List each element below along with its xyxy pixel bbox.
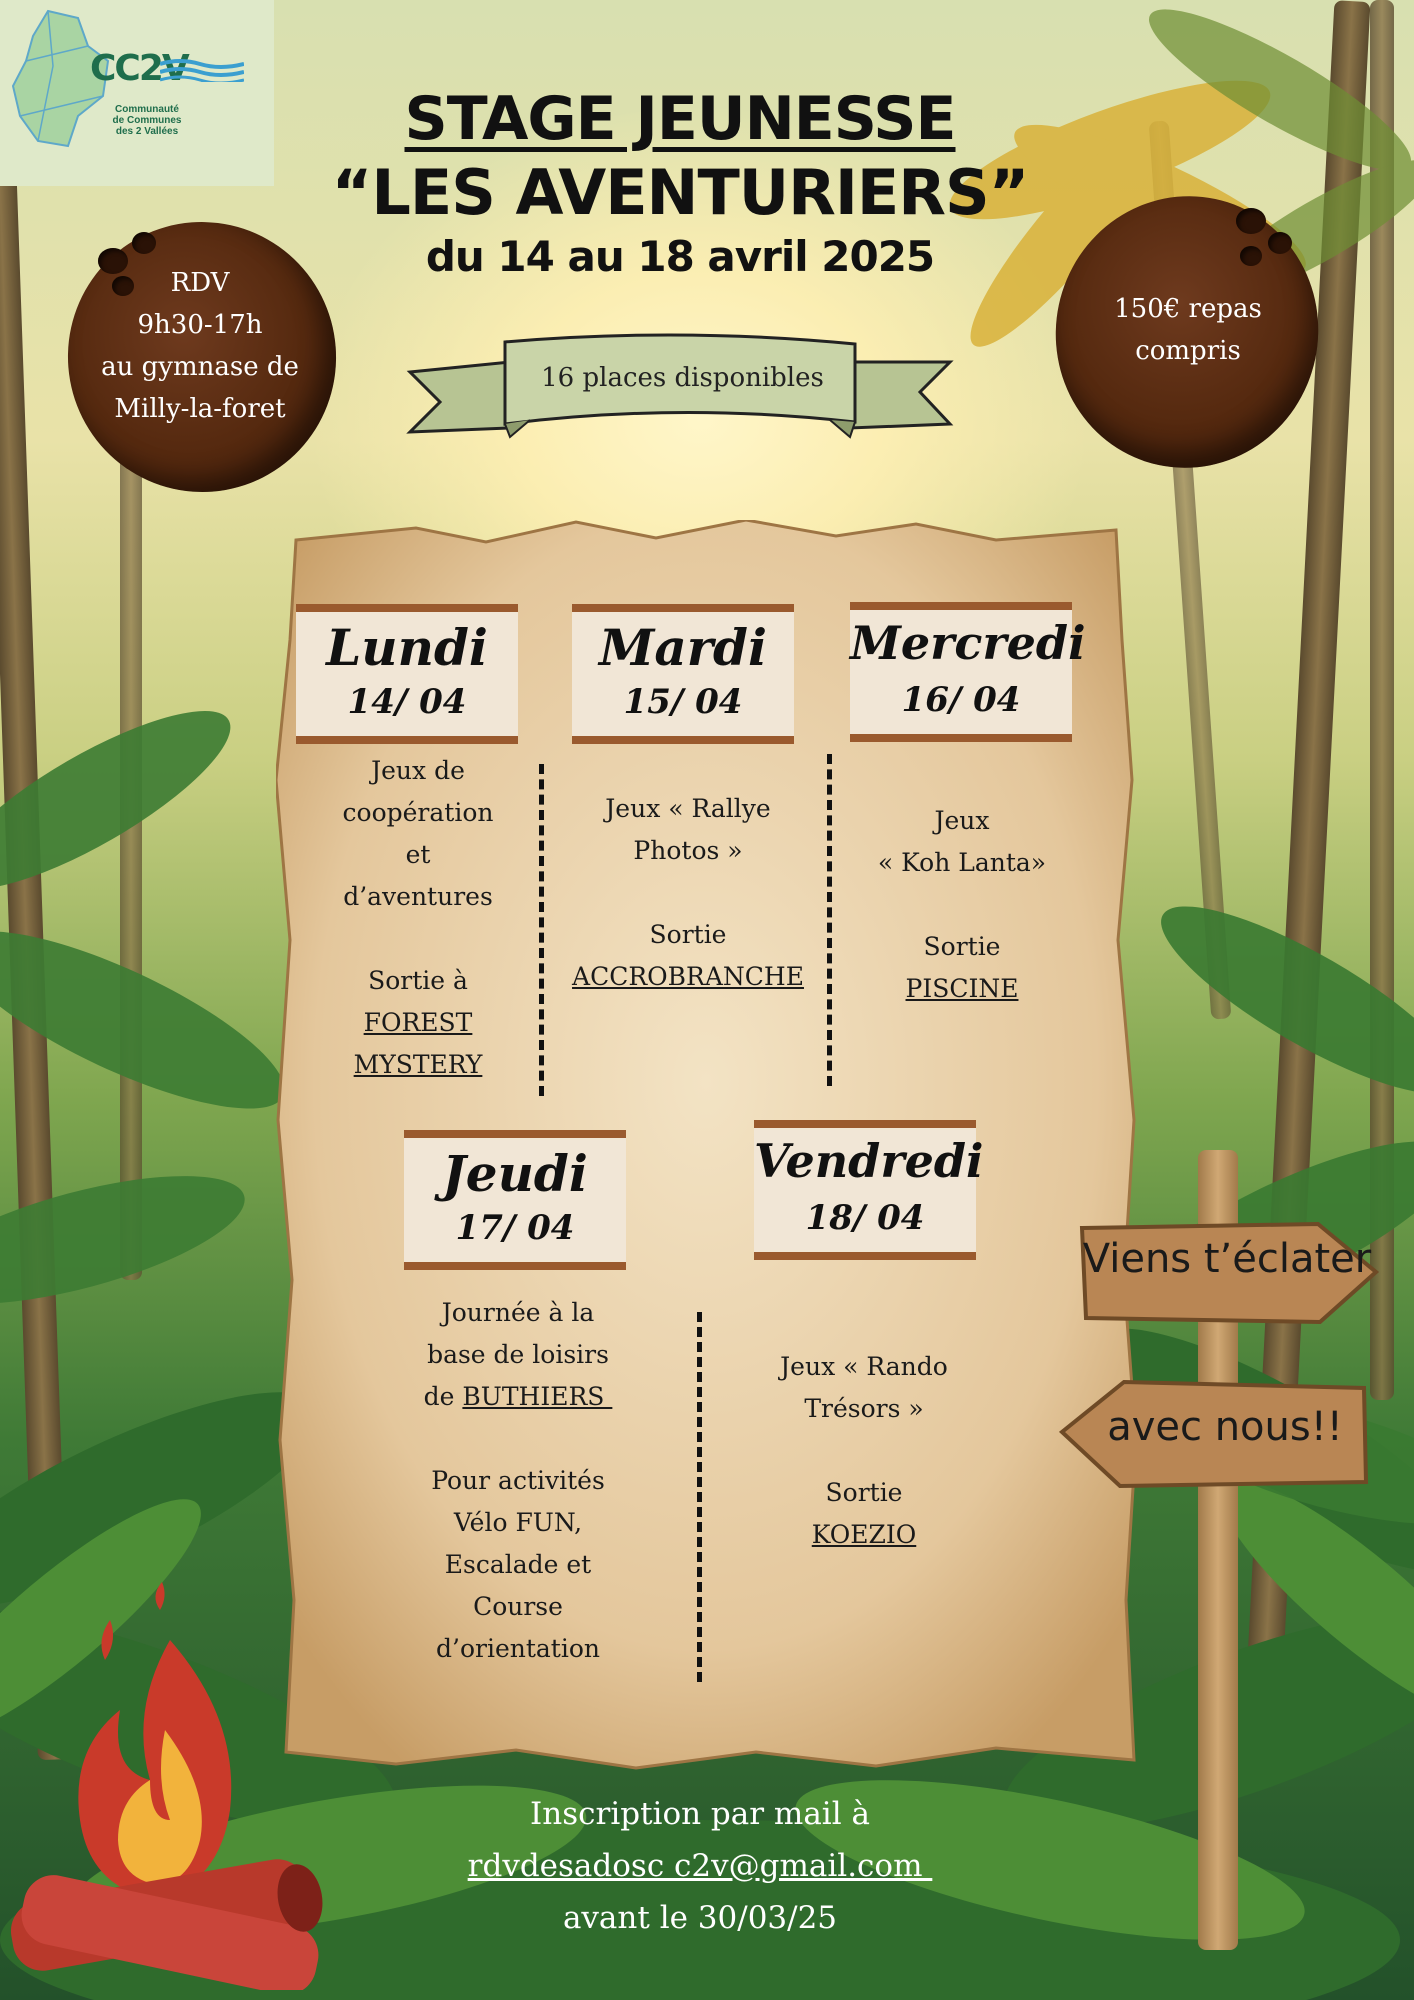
activity-name: KOEZIO [811,1520,917,1549]
day-name: Jeudi [442,1144,588,1203]
ribbon-banner [406,333,954,439]
day-name: Lundi [326,618,488,677]
places-available: 16 places disponibles [541,363,824,393]
day-header-friday: Vendredi 18/ 04 [754,1120,984,1260]
logo-caption-line: de Communes [112,115,182,126]
activity-name: FOREST [363,1008,473,1037]
rdv-line: RDV [170,268,230,298]
day-name: Mercredi [850,616,1086,670]
coconut-eye-icon [112,276,134,296]
day-header-thursday: Jeudi 17/ 04 [404,1130,626,1270]
rdv-line: au gymnase de [101,352,299,382]
program-line: Trésors » [804,1394,924,1423]
day-header-wednesday: Mercredi 16/ 04 [850,602,1086,742]
program-spacer [846,884,1078,926]
activity-name: MYSTERY [353,1050,483,1079]
price-line: compris [1135,336,1241,366]
logo-caption-line: des 2 Vallées [115,126,179,137]
coconut-eye-icon [1236,208,1266,234]
dashed-divider [827,754,832,1086]
rdv-line: 9h30-17h [137,310,263,340]
program-line: Sortie [825,1478,903,1507]
logo-box: CC2V Communauté de Communes des 2 Vallée… [0,0,274,186]
coconut-eye-icon [132,232,156,254]
title-line-2: “LES AVENTURIERS” [331,156,1030,229]
program-line: Sortie [649,920,727,949]
program-line: d’orientation [436,1634,600,1663]
program-line: base de loisirs [427,1340,609,1369]
price-line: 150€ repas [1114,294,1262,324]
day-date: 15/ 04 [623,682,743,722]
foliage-left [0,711,285,1304]
program-line: coopération [342,798,494,827]
program-spacer [296,918,540,960]
map-icon [11,9,110,148]
activity-name: ACCROBRANCHE [572,962,804,991]
coconut-eye-icon [98,248,128,274]
program-line: Jeux « Rallye [605,794,771,823]
logo-caption: Communauté de Communes des 2 Vallées [92,104,202,137]
day-program-thursday: Journée à la base de loisirs de BUTHIERS… [398,1292,638,1670]
sign-board-right [1079,1221,1380,1325]
program-spacer [744,1430,984,1472]
day-header-monday: Lundi 14/ 04 [296,604,518,744]
campfire-icon [10,1582,323,1990]
day-date: 17/ 04 [455,1208,575,1248]
program-line: de BUTHIERS [398,1376,638,1418]
rdv-line: Milly-la-foret [114,394,286,424]
day-name: Vendredi [754,1134,984,1188]
waves-icon [160,59,244,82]
program-line: Jeux de [371,756,465,785]
program-line: Pour activités [431,1466,605,1495]
program-line: Sortie [923,932,1001,961]
footer-email-link[interactable]: rdvdesadosc c2v@gmail.com [467,1848,933,1884]
day-program-monday: Jeux de coopération et d’aventures Sorti… [296,750,540,1086]
price-text: 150€ repas compris [1068,288,1308,372]
activity-name: PISCINE [905,974,1019,1003]
title-line-1: STAGE JEUNESSE [404,84,957,154]
dashed-divider [539,764,544,1096]
coconut-eye-icon [1240,246,1262,266]
parchment [276,520,1136,1770]
footer-signup: Inscription par mail à [530,1796,870,1832]
sign-text-top: Viens t’éclater [1082,1236,1372,1282]
day-date: 18/ 04 [805,1198,925,1238]
day-date: 16/ 04 [901,680,1021,720]
logo-caption-line: Communauté [115,104,179,115]
rdv-text: RDV 9h30-17h au gymnase de Milly-la-fore… [80,262,320,430]
program-spacer [398,1418,638,1460]
program-line: et [405,840,431,869]
program-line: Jeux [934,806,990,835]
day-date: 14/ 04 [347,682,467,722]
program-line: Escalade et [444,1550,592,1579]
day-program-wednesday: Jeux « Koh Lanta» Sortie PISCINE [846,800,1078,1010]
day-program-friday: Jeux « Rando Trésors » Sortie KOEZIO [744,1346,984,1556]
program-line: Journée à la [441,1298,595,1327]
sign-board-left [1058,1379,1369,1489]
title-dates: du 14 au 18 avril 2025 [425,232,935,281]
program-line: Jeux « Rando [780,1352,948,1381]
program-line: « Koh Lanta» [877,848,1047,877]
program-spacer [560,872,816,914]
activity-name: BUTHIERS [462,1382,613,1411]
day-program-tuesday: Jeux « Rallye Photos » Sortie ACCROBRANC… [560,788,816,998]
program-line: Course [473,1592,563,1621]
day-name: Mardi [598,618,768,677]
day-header-tuesday: Mardi 15/ 04 [572,604,794,744]
footer-deadline: avant le 30/03/25 [562,1900,838,1936]
dashed-divider [697,1312,702,1682]
program-line: Sortie à [368,966,468,995]
program-line: d’aventures [343,882,493,911]
program-line: Photos » [633,836,743,865]
program-word: de [423,1382,455,1411]
program-line: Vélo FUN, [453,1508,583,1537]
coconut-eye-icon [1268,232,1292,254]
sign-text-bottom: avec nous!! [1107,1404,1343,1450]
